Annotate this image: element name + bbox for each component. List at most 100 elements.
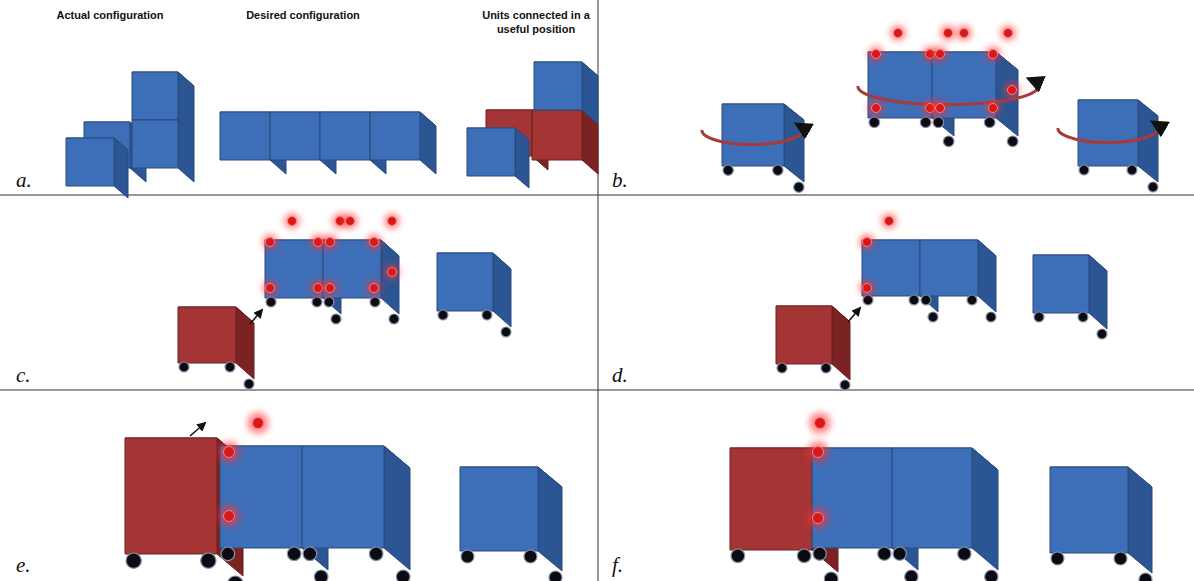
connector-glow [932,100,948,116]
wheel [813,547,826,560]
connector-glow [262,280,278,296]
wheel [920,117,931,128]
wheel [731,549,745,563]
glow-core [863,238,872,247]
glow-halo [807,507,829,529]
cube-front [1033,255,1089,313]
glow-core [894,29,903,38]
glow-core [224,511,235,522]
wheel [228,576,243,581]
cube-front [178,307,236,363]
panel-letter: e. [16,553,31,578]
panel-divider [0,390,1194,391]
connector-glow [809,412,831,434]
cube-side [832,306,850,380]
glow-core [224,447,235,458]
wheel [314,570,328,581]
glow-halo [1004,82,1020,98]
wheel [1051,552,1064,565]
rotation-arrow [702,124,802,144]
glow-core [370,238,379,247]
wheel [1078,312,1088,322]
wheel [438,310,448,320]
glow-halo [809,412,831,434]
wheel [1034,312,1044,322]
connector-glow [322,234,338,250]
cube-side [515,128,529,188]
connector-glow [322,280,338,296]
wheel [821,363,831,373]
panel-divider [0,195,1194,196]
cube-side [493,253,511,327]
wheel [370,297,380,307]
cube-front [320,112,370,160]
connector-glow [1000,25,1016,41]
cube-side [384,446,410,570]
rotation-arrow [1058,122,1158,142]
module-cube [892,448,998,581]
connector-glow [807,507,829,529]
wheel [928,312,938,322]
glow-halo [322,234,338,250]
connector-glow [218,441,240,463]
connector-glow [262,234,278,250]
cube-side [420,112,436,174]
glow-halo [262,280,278,296]
wheel [840,380,850,390]
panel-letter: b. [612,168,628,193]
glow-halo [859,234,875,250]
wheel [396,570,410,581]
cube-side [1089,255,1107,329]
glow-halo [890,25,906,41]
module-cube [132,120,194,182]
glow-core [1008,86,1017,95]
glow-core [370,284,379,293]
wheel [1097,329,1107,339]
connector-glow [890,25,906,41]
panel-letter: c. [16,363,31,388]
glow-halo [384,264,400,280]
wheel [303,547,317,561]
glow-halo [366,280,382,296]
module-cube [66,138,128,198]
wheel [1127,165,1137,175]
cube-side [972,448,998,570]
connector-glow [284,213,300,229]
wheel [773,165,783,175]
glow-halo [1000,25,1016,41]
wheel [221,547,235,561]
wheel [369,547,383,561]
module-cube [460,467,562,581]
wheel [1007,136,1018,147]
glow-halo [940,25,956,41]
cube-front [132,120,178,168]
wheel [863,295,873,305]
glow-halo [868,46,884,62]
cube-front [467,128,515,176]
wheel [501,327,511,337]
wheel [905,570,918,581]
wheel [794,182,804,192]
wheel [244,379,254,389]
wheel [921,295,931,305]
module-cube [1078,100,1158,192]
wheel [1139,573,1152,581]
cube-front [270,112,320,160]
panel-letter: a. [16,168,32,193]
configuration-heading: Units connected in a useful position [472,9,600,37]
glow-core [989,104,998,113]
wheel [331,314,341,324]
glow-core [388,217,397,226]
cube-front [132,72,178,120]
glow-core [936,104,945,113]
glow-halo [932,100,948,116]
wheel [958,547,971,560]
connector-glow [932,46,948,62]
glow-halo [384,213,400,229]
cube-front [812,448,892,548]
module-cube [1050,467,1152,581]
cube-side [582,62,598,124]
wheel [1079,165,1089,175]
